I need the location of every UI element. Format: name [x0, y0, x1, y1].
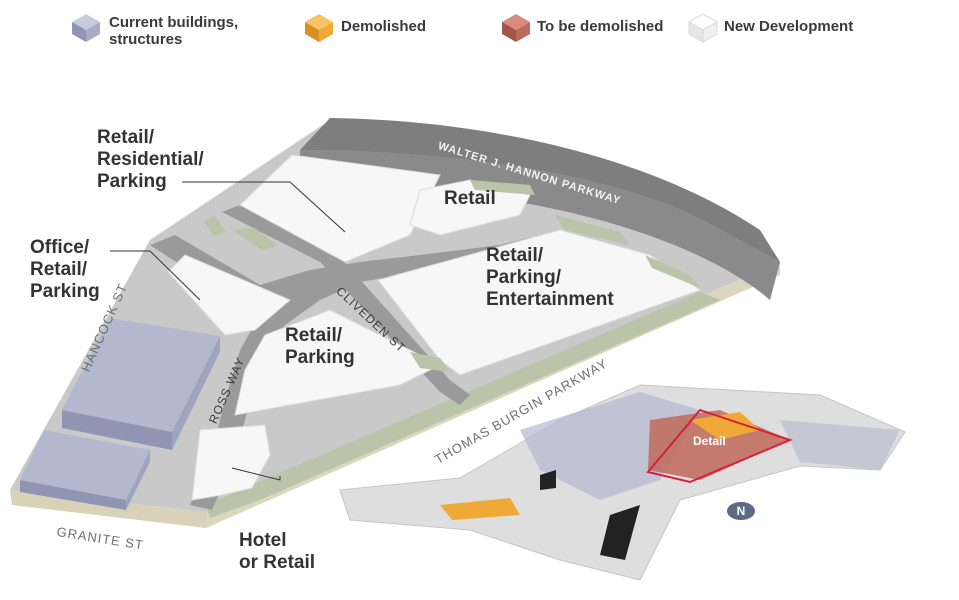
legend-current: Current buildings, structures — [109, 14, 238, 48]
zone-line: Retail — [444, 188, 496, 209]
north-arrow-icon: N — [727, 502, 755, 520]
zone-retail-parking-entertainment: Retail/ Parking/ Entertainment — [486, 245, 614, 311]
zone-line: Parking/ — [486, 267, 561, 288]
parcel-hotel — [191, 424, 271, 501]
legend-demolished: Demolished — [341, 18, 426, 35]
zone-office-retail-parking: Office/ Retail/ Parking — [30, 237, 100, 303]
legend-current-swatch — [72, 14, 100, 42]
current-buildings — [20, 318, 220, 510]
zone-line: Retail/ — [97, 127, 155, 148]
legend-current-label-1: Current buildings, — [109, 14, 239, 31]
zone-line: Retail/ — [30, 259, 88, 280]
zone-retail-residential-parking: Retail/ Residential/ Parking — [97, 127, 204, 193]
parcel-office-retail — [167, 254, 291, 336]
zone-retail: Retail — [444, 188, 496, 210]
legend-demolished-swatch — [305, 14, 333, 42]
legend-current-label-2: structures — [109, 31, 183, 48]
zone-line: or Retail — [239, 552, 316, 573]
zone-line: Parking — [97, 171, 167, 192]
zone-retail-parking: Retail/ Parking — [285, 325, 355, 369]
inset-detail-label: Detail — [693, 434, 726, 448]
zone-line: Retail/ — [486, 245, 544, 266]
zone-line: Hotel — [239, 530, 287, 551]
parcel-retail-parking — [234, 309, 442, 416]
legend-to-be-demolished-label: To be demolished — [537, 18, 664, 35]
zone-hotel-or-retail: Hotel or Retail — [239, 530, 315, 574]
legend-new-development-swatch — [687, 13, 719, 43]
zone-line: Office/ — [30, 237, 90, 258]
zone-line: Parking — [30, 281, 100, 302]
green-islands — [204, 180, 700, 372]
zone-line: Entertainment — [486, 289, 614, 310]
legend-new-development: New Development — [724, 18, 853, 35]
green-buffer — [206, 292, 720, 518]
leader-lines — [110, 181, 346, 481]
legend-to-be-demolished: To be demolished — [537, 18, 663, 35]
legend-new-development-label: New Development — [724, 18, 854, 35]
inset-map — [339, 384, 906, 581]
zone-line: Retail/ — [285, 325, 343, 346]
legend-demolished-label: Demolished — [341, 18, 427, 35]
detail-highlight — [646, 408, 793, 484]
legend-to-be-demolished-swatch — [502, 14, 530, 42]
zone-line: Residential/ — [97, 149, 204, 170]
zone-line: Parking — [285, 347, 355, 368]
